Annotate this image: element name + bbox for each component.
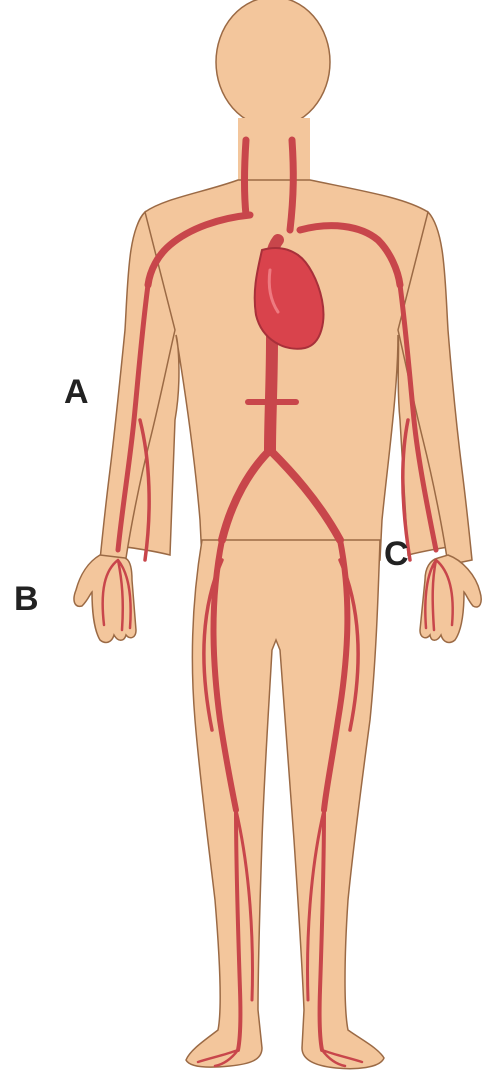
left-carotid-artery	[245, 140, 247, 215]
callout-label-b: B	[14, 582, 39, 616]
head	[216, 0, 330, 127]
right-carotid-artery	[290, 140, 293, 230]
callout-label-c: C	[384, 537, 409, 571]
right-hand	[420, 555, 481, 642]
body-silhouette	[74, 0, 481, 1069]
callout-label-a: A	[64, 375, 89, 409]
left-hand	[74, 555, 136, 642]
